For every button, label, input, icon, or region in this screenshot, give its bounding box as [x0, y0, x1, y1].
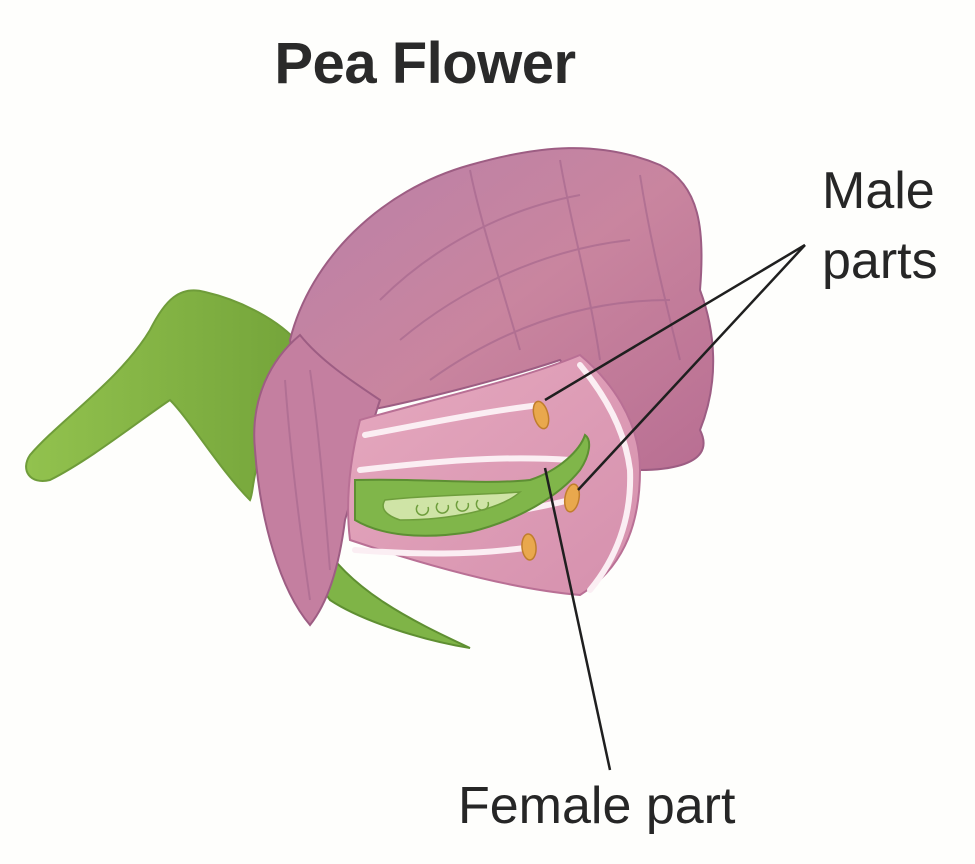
label-female-part: Female part	[458, 780, 735, 832]
label-male-line2: parts	[822, 235, 938, 287]
label-male-parts: Male parts	[822, 165, 938, 305]
diagram-title: Pea Flower	[0, 30, 850, 97]
label-male-line1: Male	[822, 165, 938, 217]
